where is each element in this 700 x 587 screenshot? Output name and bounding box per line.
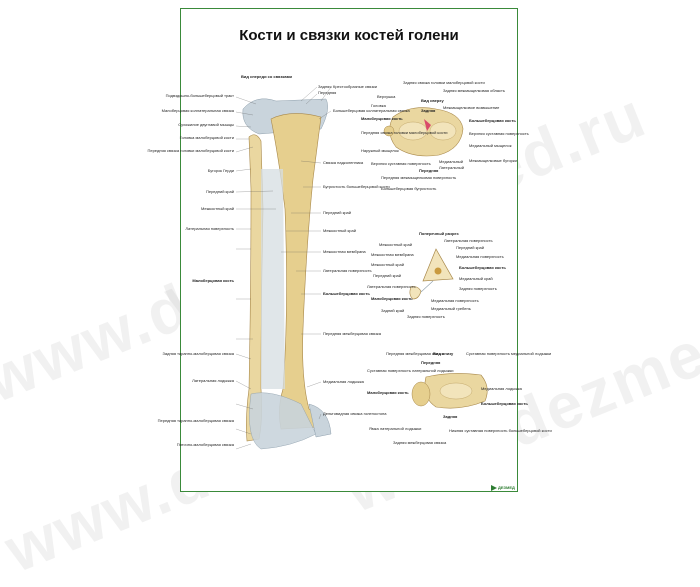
lower-label: Ямка латеральной лодыжки (369, 426, 422, 431)
cross-label: Малоберцовая кость (371, 296, 413, 301)
leg-label: Передний край (323, 210, 352, 215)
cross-label: Латеральная поверхность (444, 238, 493, 243)
upper-label: Задняя (421, 108, 436, 113)
leg-label: Передняя межберцовая связка (323, 331, 381, 336)
upper-label: Верхняя суставная поверхность (371, 161, 431, 166)
cross-label: Межкостный край (379, 242, 412, 247)
leg-label: Передняя таранно-малоберцовая связка (157, 418, 234, 423)
upper-label: Межмыщелковое возвышение (443, 105, 500, 110)
lower-label: Медиальная лодыжка (481, 386, 522, 391)
bone-illustrations (235, 86, 488, 450)
cross-label: Задняя поверхность (459, 286, 497, 291)
leg-label: Латеральная поверхность (323, 268, 372, 273)
cross-label: Задняя поверхность (407, 314, 445, 319)
upper-label: Наружный мыщелок (361, 148, 399, 153)
cross-label: Медиальный гребень (431, 306, 471, 311)
leg-label: Большеберцовая кость (323, 291, 370, 296)
upper-label: Передняя связка головки малоберцовой кос… (361, 130, 448, 135)
leg-label: Большеберцовая коллатеральная связка (333, 108, 410, 113)
lower-label: Нижняя суставная поверхность большеберцо… (449, 428, 552, 433)
leg-label: Бугристость большеберцовой кости (323, 184, 390, 189)
lower-label: Суставная поверхность медиальной лодыжки (466, 351, 552, 356)
leg-label: Латеральная поверхность (185, 226, 234, 231)
upper-label: Большеберцовая кость (469, 118, 516, 123)
cross-label: Задний край (381, 308, 405, 313)
leg-label: Передний край (205, 189, 234, 194)
leg-label: Малоберцовая коллатеральная связка (161, 108, 234, 113)
lower-label: Большеберцовая кость (481, 401, 528, 406)
upper-label: Верхушка (377, 94, 396, 99)
lower-label: Малоберцовая кость (367, 390, 409, 395)
leg-label: Задняя таранно-малоберцовая связка (162, 351, 234, 356)
leg-label: Медиальная лодыжка (323, 379, 364, 384)
section-lower-view: Вид снизу (433, 351, 454, 356)
lower-label: Задняя (443, 414, 458, 419)
lower-label: Задняя межберцовая связка (393, 440, 447, 445)
lower-view-illustration (411, 373, 488, 409)
leg-label: Задняя (318, 84, 332, 89)
cross-label: Большеберцовая кость (459, 265, 506, 270)
upper-label: Передняя (419, 168, 439, 173)
poster-title: Кости и связки костей голени (239, 27, 459, 44)
upper-label: Межмыщелковые бугорки (469, 158, 517, 163)
cross-section-illustration (409, 248, 454, 300)
leg-label: Малоберцовая кость (192, 278, 234, 283)
section-front-view: Вид спереди со связками (241, 74, 293, 79)
leg-label: Головка малоберцовой кости (179, 135, 234, 140)
upper-label: Медиальный мыщелок (469, 143, 512, 148)
leg-label: Сухожилие двуглавой мышцы (178, 122, 234, 127)
cross-label: Передний край (456, 245, 485, 250)
leg-front-view-illustration (242, 98, 332, 450)
upper-label: Задняя межмыщелковая область (443, 88, 505, 93)
leg-label: Передняя (318, 90, 337, 95)
upper-label: Медиальный (439, 159, 464, 164)
leg-label: Крестообразные связки (333, 84, 378, 89)
logo-icon (491, 485, 497, 491)
anatomy-poster: Кости и связки костей голени (147, 8, 552, 493)
publisher-logo: ДЕЗМЕД (491, 485, 517, 493)
leg-label: Подвздошно-большеберцовый тракт (165, 93, 234, 98)
leg-label: Бугорок Герди (207, 168, 234, 173)
logo-text: ДЕЗМЕД (498, 485, 515, 490)
upper-label: Головка (371, 103, 386, 108)
cross-label: Межкостная мембрана (371, 252, 414, 257)
leg-label: Латеральная лодыжка (192, 378, 234, 383)
upper-label: Малоберцовая кость (361, 116, 403, 121)
leg-label: Межкостный край (201, 206, 234, 211)
leg-label: Передняя связка головки малоберцовой кос… (147, 148, 234, 153)
cross-label: Медиальная поверхность (456, 254, 504, 259)
upper-label: Верхняя суставная поверхность (469, 131, 529, 136)
leader-lines (235, 86, 332, 450)
upper-label: Латеральный (439, 165, 464, 170)
lower-label: Суставная поверхность латеральной лодыжк… (367, 368, 454, 373)
section-cross: Поперечный разрез (419, 231, 459, 236)
upper-label: Передняя межмыщелковая поверхность (381, 175, 457, 180)
upper-view-illustration (383, 107, 464, 157)
cross-label: Передний край (373, 273, 402, 278)
lower-label: Передняя межберцовая связка (386, 351, 444, 356)
cross-label: Медиальная поверхность (431, 298, 479, 303)
section-upper-view: Вид сверху (421, 98, 444, 103)
leg-label: Дельтовидная связка голеностопа (323, 411, 387, 416)
lower-label: Передняя (421, 360, 441, 365)
leg-label: Межкостная мембрана (323, 249, 366, 254)
cross-label: Латеральная поверхность (367, 284, 416, 289)
leg-label: Межкостный край (323, 228, 356, 233)
upper-label: Большеберцовая бугристость (381, 186, 437, 191)
upper-label: Задняя связка головки малоберцовой кости (403, 80, 485, 85)
leg-label: Связка надколенника (323, 160, 364, 165)
cross-label: Межкостный край (371, 262, 404, 267)
leg-label: Пяточно-малоберцовая связка (176, 442, 234, 447)
cross-label: Медиальный край (459, 276, 493, 281)
